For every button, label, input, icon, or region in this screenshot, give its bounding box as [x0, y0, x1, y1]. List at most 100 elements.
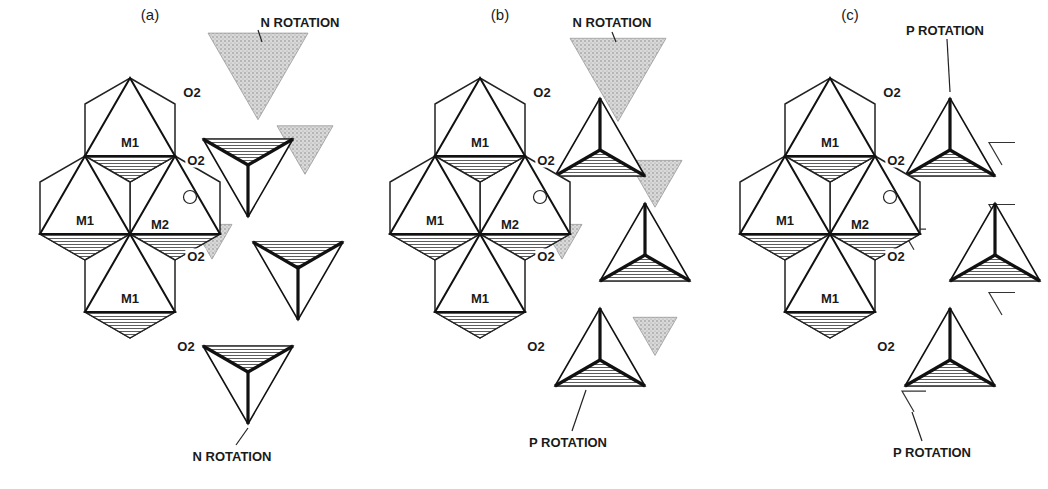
- site-label: M1: [469, 135, 491, 150]
- tetrahedron-apex-edge: [950, 360, 995, 386]
- m2-cation-site: [884, 191, 897, 204]
- leader-line: [912, 412, 922, 441]
- octahedron-outline: [785, 234, 875, 338]
- tetrahedron-apex-edge: [600, 360, 645, 386]
- rotation-label: P ROTATION: [891, 445, 973, 460]
- tetrahedron: [555, 308, 645, 386]
- site-label: M2: [499, 217, 521, 232]
- oxygen-label: O2: [885, 153, 906, 168]
- small-tetrahedron: [902, 391, 926, 412]
- tetrahedron: [905, 308, 995, 386]
- octahedron-upper-face: [435, 78, 525, 156]
- tetrahedron-face-hatch: [905, 150, 995, 176]
- leader-line: [258, 30, 262, 42]
- tetrahedron-face-hatch: [950, 255, 1040, 281]
- oxygen-label: O2: [175, 339, 196, 354]
- oxygen-label: O2: [885, 249, 906, 264]
- tetrahedron: [600, 203, 690, 281]
- m2-cation-site: [534, 191, 547, 204]
- small-tetrahedron: [989, 293, 1015, 316]
- tetrahedron-apex-edge: [248, 346, 293, 372]
- site-label: M1: [774, 213, 796, 228]
- octahedron-upper-face: [85, 78, 175, 156]
- rotation-label: N ROTATION: [571, 15, 654, 30]
- tetrahedron-face-hatch: [203, 346, 293, 372]
- shaded-tetrahedron: [633, 317, 677, 355]
- panel-label: (c): [839, 7, 861, 22]
- rotation-label: N ROTATION: [191, 449, 274, 464]
- tetrahedron-apex-edge: [203, 139, 248, 165]
- octahedron-upper-face: [40, 156, 130, 234]
- site-label: M1: [119, 135, 141, 150]
- tetrahedron-face-hatch: [253, 242, 343, 268]
- tetrahedron-apex-edge: [643, 203, 646, 255]
- site-label: M1: [424, 213, 446, 228]
- panel-label: (b): [489, 7, 511, 22]
- leader-line: [236, 428, 248, 445]
- octahedron-upper-face: [785, 78, 875, 156]
- octahedron-outline: [85, 234, 175, 338]
- oxygen-label: O2: [535, 249, 556, 264]
- tetrahedron-apex-edge: [598, 98, 601, 150]
- leader-line: [572, 390, 586, 431]
- octahedron-lower-face: [785, 312, 875, 338]
- tetrahedron-apex-edge: [948, 98, 951, 150]
- tetrahedron-apex-edge: [948, 308, 951, 360]
- octahedron-outline: [435, 234, 525, 338]
- tetrahedron-face-hatch: [203, 139, 293, 165]
- tetrahedron-apex-edge: [555, 360, 600, 386]
- site-label: M1: [469, 291, 491, 306]
- tetrahedron-apex-edge: [993, 203, 996, 255]
- tetrahedron: [950, 203, 1040, 281]
- shaded-tetrahedron: [570, 38, 666, 121]
- site-label: M1: [819, 135, 841, 150]
- oxygen-label: O2: [881, 85, 902, 100]
- tetrahedron: [905, 98, 995, 176]
- site-label: M1: [819, 291, 841, 306]
- site-label: M1: [74, 213, 96, 228]
- octahedron-upper-face: [740, 156, 830, 234]
- tetrahedron-apex-edge: [950, 150, 995, 176]
- octahedron-upper-face: [785, 234, 875, 312]
- tetrahedron-apex-edge: [995, 255, 1040, 281]
- m2-cation-site: [184, 191, 197, 204]
- octahedron-upper-face: [390, 156, 480, 234]
- tetrahedron-face-hatch: [600, 255, 690, 281]
- tetrahedron-apex-edge: [296, 268, 299, 320]
- tetrahedron-apex-edge: [598, 308, 601, 360]
- leader-line: [612, 32, 616, 42]
- octahedron-lower-face: [85, 312, 175, 338]
- site-label: M1: [119, 291, 141, 306]
- tetrahedron-apex-edge: [950, 255, 995, 281]
- tetrahedron-apex-edge: [248, 139, 293, 165]
- tetrahedron-face-hatch: [555, 150, 645, 176]
- oxygen-label: O2: [185, 153, 206, 168]
- rotation-label: N ROTATION: [259, 15, 342, 30]
- tetrahedron-apex-edge: [246, 372, 249, 424]
- oxygen-label: O2: [525, 339, 546, 354]
- tetrahedron-apex-edge: [253, 242, 298, 268]
- tetrahedron-apex-edge: [645, 255, 690, 281]
- octahedron-upper-face: [435, 234, 525, 312]
- shaded-tetrahedron: [208, 33, 308, 120]
- tetrahedron: [203, 346, 293, 424]
- tetrahedron: [555, 98, 645, 176]
- octahedron-lower-face: [435, 312, 525, 338]
- panel-label: (a): [139, 7, 161, 22]
- site-label: M2: [849, 217, 871, 232]
- tetrahedron: [253, 242, 343, 320]
- oxygen-label: O2: [535, 153, 556, 168]
- tetrahedron-apex-edge: [600, 150, 645, 176]
- tetrahedron-face-hatch: [555, 360, 645, 386]
- site-label: M2: [149, 217, 171, 232]
- tetrahedron-apex-edge: [600, 255, 645, 281]
- tetrahedron-apex-edge: [905, 150, 950, 176]
- tetrahedron-face-hatch: [905, 360, 995, 386]
- octahedron-upper-face: [85, 234, 175, 312]
- tetrahedron-apex-edge: [246, 165, 249, 217]
- oxygen-label: O2: [181, 85, 202, 100]
- leader-line: [947, 39, 950, 92]
- tetrahedron-apex-edge: [905, 360, 950, 386]
